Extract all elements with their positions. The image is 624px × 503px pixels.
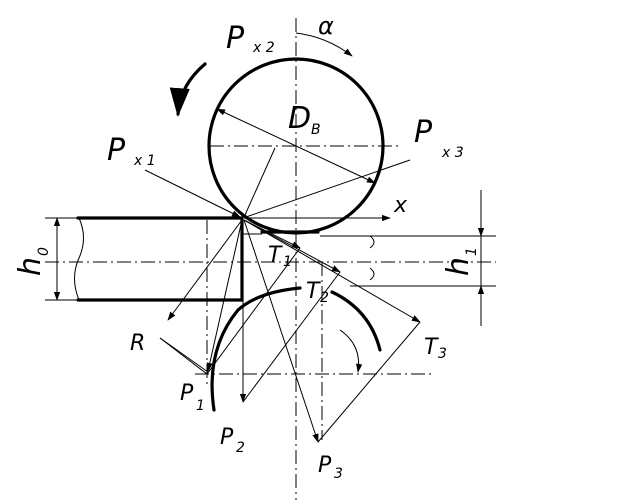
- svg-text:P: P: [180, 381, 194, 406]
- strip-outline: [76, 216, 244, 302]
- label-t1: T 1: [268, 243, 292, 270]
- lower-rotation-arrow: [339, 329, 363, 373]
- force-triangle-1: [159, 247, 301, 375]
- svg-text:P: P: [226, 21, 245, 56]
- svg-text:0: 0: [36, 247, 52, 256]
- label-px3: P x 3: [414, 115, 464, 161]
- svg-text:B: B: [311, 122, 321, 138]
- svg-text:2: 2: [236, 440, 245, 456]
- p3-force-arrow: [243, 219, 319, 443]
- lower-roll-right: [330, 290, 382, 352]
- label-px1: P x 1: [107, 133, 156, 169]
- label-t2: T 2: [306, 279, 329, 306]
- label-h0: h 0: [13, 247, 52, 276]
- label-x: x: [393, 193, 408, 218]
- svg-text:T: T: [268, 243, 283, 268]
- svg-text:P: P: [107, 133, 126, 168]
- label-h1: h 1: [441, 247, 480, 276]
- svg-text:x 3: x 3: [441, 145, 464, 161]
- svg-text:x 1: x 1: [133, 153, 156, 169]
- svg-text:1: 1: [464, 247, 480, 256]
- r-extension: [159, 337, 209, 373]
- px3-force-line: [245, 159, 411, 218]
- r-force-arrow: [167, 219, 243, 321]
- svg-text:h: h: [13, 257, 48, 276]
- label-db: D B: [288, 101, 321, 138]
- svg-text:P: P: [220, 425, 234, 450]
- label-px2: P x 2: [226, 21, 275, 56]
- label-p3: P 3: [318, 453, 343, 482]
- svg-text:h: h: [441, 257, 476, 276]
- svg-text:D: D: [288, 101, 311, 136]
- svg-text:P: P: [414, 115, 433, 150]
- svg-text:2: 2: [320, 290, 329, 306]
- px1-force-arrow: [144, 169, 241, 218]
- t3-force-arrow: [243, 219, 421, 323]
- svg-text:P: P: [318, 453, 332, 478]
- diameter-line: [216, 108, 376, 184]
- force-triangle-3: [317, 321, 421, 443]
- label-r: R: [130, 331, 145, 356]
- t2-force-arrow: [243, 219, 341, 273]
- strip-break-left: [74, 217, 84, 301]
- svg-text:3: 3: [334, 466, 343, 482]
- svg-text:T: T: [424, 335, 439, 360]
- px2-force-line: [244, 147, 276, 216]
- strip-break-right: [369, 235, 375, 281]
- svg-text:x 2: x 2: [252, 40, 275, 56]
- label-t3: T 3: [424, 335, 447, 362]
- svg-text:T: T: [306, 279, 321, 304]
- lower-roll-left: [210, 286, 302, 412]
- svg-text:1: 1: [283, 254, 292, 270]
- svg-text:3: 3: [438, 346, 447, 362]
- alpha-arc: [295, 32, 353, 57]
- force-triangle-2: [242, 271, 341, 403]
- rotation-arrow: [169, 62, 207, 117]
- label-p1: P 1: [180, 381, 205, 414]
- label-alpha: α: [318, 12, 334, 40]
- p1-force-arrow: [206, 219, 243, 372]
- label-p2: P 2: [220, 425, 245, 456]
- svg-text:1: 1: [196, 398, 205, 414]
